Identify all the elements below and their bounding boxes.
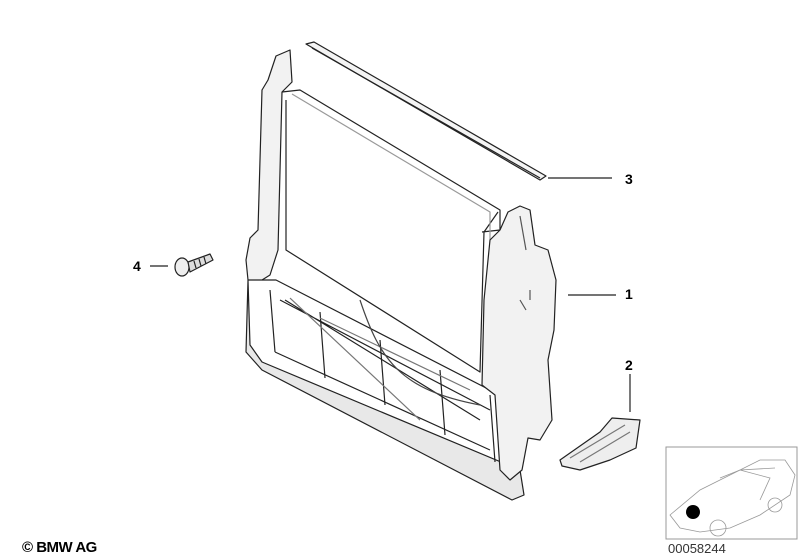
copyright-text: © BMW AG — [22, 539, 97, 556]
radiator-frame-part-1 — [245, 49, 557, 501]
screw-part-4 — [174, 253, 214, 277]
callout-4: 4 — [133, 258, 141, 274]
callout-3: 3 — [625, 171, 633, 187]
location-marker-icon — [686, 505, 700, 519]
bracket-part-2 — [559, 417, 641, 471]
callout-1: 1 — [625, 286, 633, 302]
vehicle-locator-thumbnail — [665, 446, 798, 540]
callout-2: 2 — [625, 357, 633, 373]
car-outline-icon — [669, 459, 796, 537]
seal-strip-part-3 — [305, 41, 547, 181]
diagram-number: 00058244 — [668, 541, 726, 556]
